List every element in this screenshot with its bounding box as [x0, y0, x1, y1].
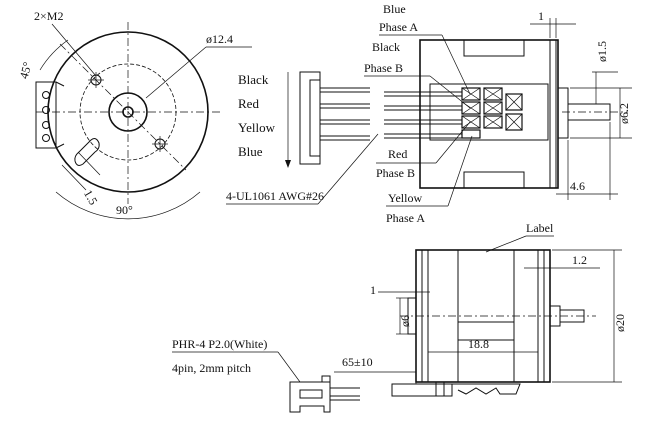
label-yellow: Yellow [388, 191, 422, 205]
center-line-diagonal [59, 43, 187, 171]
dim-boss-diameter: ø6.2 [617, 103, 631, 124]
screw-leader [51, 23, 97, 77]
front-view: 45° 2×M2 ø12.4 90° 1.5 [17, 9, 252, 220]
dim-top-thickness: 1 [538, 9, 544, 23]
connector-description: 4pin, 2mm pitch [172, 361, 251, 375]
terminal-block [35, 81, 57, 149]
connector-drawing: PHR-4 P2.0(White) 4pin, 2mm pitch [172, 337, 360, 413]
legend-red: Red [238, 96, 259, 111]
lead-wires [384, 91, 462, 139]
angle-90-arc [55, 191, 201, 220]
label-blue: Blue [383, 2, 406, 16]
connector-body [289, 381, 331, 413]
side-boss [557, 87, 569, 139]
label-black: Black [372, 40, 400, 54]
angle-90-label: 90° [116, 203, 133, 217]
wire-spec: 4-UL1061 AWG#26 [226, 189, 324, 203]
screw-callout: 2×M2 [34, 9, 63, 23]
boss-diameter-leader [145, 46, 207, 99]
label-red-phase: Phase B [376, 166, 415, 180]
label-yellow-phase: Phase A [386, 211, 425, 225]
lead-slot [74, 138, 100, 166]
label-leader [485, 235, 527, 253]
wiring-view: Blue Phase A Black Phase B Red Phase B Y… [364, 2, 632, 225]
dim-left-boss: ø6 [398, 315, 412, 327]
top-magnet [463, 39, 525, 57]
terminal-pins [42, 91, 50, 142]
legend-yellow: Yellow [238, 120, 276, 135]
offset-label: 1.5 [81, 187, 101, 207]
bottom-magnet [463, 171, 525, 189]
side-view: Label 1.2 1 ø6 ø20 18.8 65±10 [334, 221, 627, 397]
dim-shaft-diameter: ø1.5 [595, 41, 609, 62]
connector-legend: Black Red Yellow Blue 4-UL1061 AWG#26 [226, 71, 379, 205]
label-red: Red [388, 147, 407, 161]
dim-flange-thickness: 1.2 [572, 253, 587, 267]
wire-spec-leader [317, 133, 379, 205]
dim-body-length: 18.8 [468, 337, 489, 351]
label-black-phase: Phase B [364, 61, 403, 75]
connector-leader [277, 351, 301, 383]
legend-blue: Blue [238, 144, 263, 159]
connector-model: PHR-4 P2.0(White) [172, 337, 267, 351]
legend-black: Black [238, 72, 269, 87]
lead-bracket [391, 383, 453, 397]
angle-45-label: 45° [17, 60, 35, 80]
connector-wires [320, 87, 370, 141]
label-blue-phase: Phase A [379, 20, 418, 34]
dim-left-thickness: 1 [370, 283, 376, 297]
dim-lead-length: 65±10 [342, 355, 373, 369]
boss-diameter-label: ø12.4 [206, 32, 233, 46]
angle-45-arc [39, 39, 69, 71]
label-callout: Label [526, 221, 554, 235]
dim-shaft-length: 4.6 [570, 179, 585, 193]
terminal-board [429, 83, 549, 141]
dim-body-diameter: ø20 [613, 314, 627, 332]
